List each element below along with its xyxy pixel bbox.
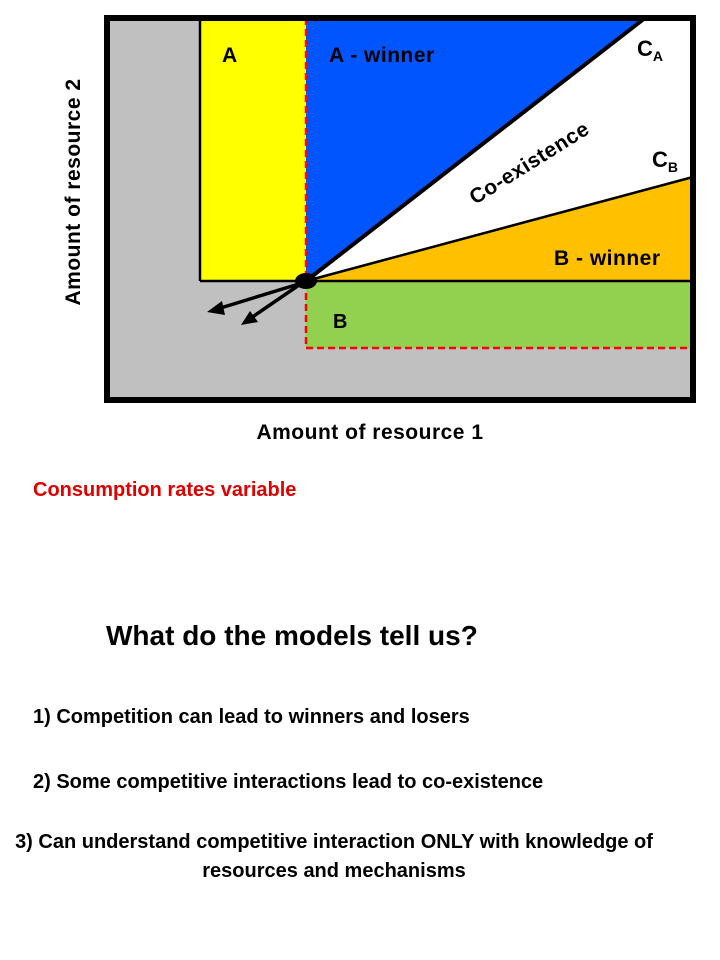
- takeaway-1: 1) Competition can lead to winners and l…: [33, 706, 470, 728]
- region-coexistence-white: [306, 18, 693, 281]
- ca-label: CA: [637, 36, 663, 64]
- takeaway-2: 2) Some competitive interactions lead to…: [33, 771, 544, 793]
- region-a-yellow: [200, 18, 306, 281]
- y-axis-label: Amount of resource 2: [62, 78, 85, 305]
- region-a-label: A: [222, 44, 237, 67]
- line-cb: [305, 175, 694, 283]
- takeaway-3: 3) Can understand competitive interactio…: [15, 831, 653, 882]
- x-axis-label: Amount of resource 1: [256, 421, 484, 444]
- arrowhead-a: [207, 301, 225, 315]
- region-b-label: B: [333, 311, 347, 333]
- equilibrium-point: [295, 273, 317, 289]
- region-b-winner-label: B - winner: [554, 247, 661, 270]
- line-ca: [304, 16, 647, 283]
- competition-diagram: A A - winner Co-existence B - winner B C…: [62, 15, 696, 403]
- caption-consumption-rates: Consumption rates variable: [33, 479, 297, 501]
- section-heading: What do the models tell us?: [106, 620, 478, 651]
- arrowhead-b: [241, 311, 258, 325]
- region-a-winner-label: A - winner: [329, 44, 435, 67]
- region-b-green: [306, 281, 693, 348]
- diagram-frame: [104, 15, 696, 403]
- cb-label: CB: [652, 147, 678, 175]
- consumption-vector-b: [247, 281, 303, 322]
- consumption-vector-a: [213, 281, 303, 312]
